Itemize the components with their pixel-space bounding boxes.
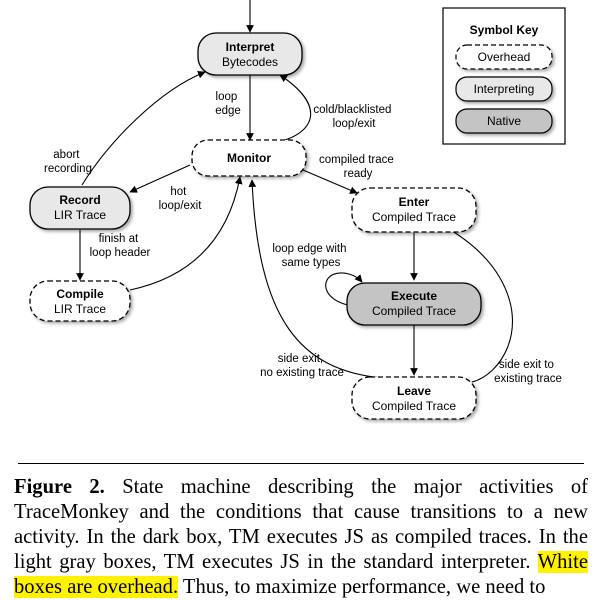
edge-label-loop-edge-same-types: loop edge with same types — [272, 243, 349, 269]
node-leave — [351, 376, 477, 420]
node-enter-subtitle: Compiled Trace — [372, 210, 456, 224]
figure-caption: Figure 2. State machine describing the m… — [14, 475, 588, 600]
caption-label: Figure 2. — [14, 476, 105, 498]
node-enter — [351, 187, 477, 233]
key-native-label: Native — [487, 114, 521, 128]
node-record — [29, 186, 131, 230]
key-interpreting-label: Interpreting — [474, 82, 535, 96]
edge-label-side-exit-no-trace: side exit, no existing trace — [260, 353, 344, 379]
key-interpreting-swatch — [455, 76, 553, 102]
node-monitor — [191, 139, 307, 177]
edge-monitor-to-record — [129, 164, 191, 193]
edge-label-finish-at-loop-header: finish at loop header — [90, 233, 151, 259]
edge-compile-to-monitor — [129, 176, 243, 291]
node-leave-title: Leave — [397, 384, 431, 398]
edge-label-compiled-trace-ready: compiled trace ready — [319, 154, 397, 180]
edge-execute-self-loop — [325, 272, 363, 306]
key-native-swatch — [455, 108, 553, 134]
edges — [76, 0, 513, 383]
key-overhead-label: Overhead — [478, 50, 531, 64]
node-execute-title: Execute — [391, 289, 437, 303]
edge-record-to-interpret — [81, 71, 206, 186]
node-compile-title: Compile — [56, 287, 104, 301]
node-monitor-title: Monitor — [227, 151, 271, 165]
node-leave-subtitle: Compiled Trace — [372, 399, 456, 413]
edge-label-abort-recording: abort recording — [44, 149, 92, 175]
edge-label-side-exit-existing: side exit to existing trace — [494, 359, 562, 385]
caption-text: State machine describing the major activ… — [14, 476, 589, 573]
edge-leave-to-enter — [441, 224, 513, 383]
edge-label-cold-blacklisted: cold/blacklisted loop/exit — [313, 104, 394, 130]
state-machine-diagram: loop edge cold/blacklisted loop/exit abo… — [29, 0, 566, 420]
node-compile-subtitle: LIR Trace — [54, 302, 106, 316]
edge-monitor-to-enter — [302, 169, 358, 194]
node-interpret-subtitle: Bytecodes — [222, 55, 278, 69]
caption-divider — [18, 463, 584, 464]
edge-leave-to-monitor — [248, 179, 383, 379]
node-enter-title: Enter — [399, 195, 430, 209]
edge-label-loop-edge: loop edge — [215, 91, 241, 117]
caption-text-end: Thus, to maximize performance, we need t… — [182, 576, 546, 598]
node-interpret-title: Interpret — [226, 40, 275, 54]
node-record-subtitle: LIR Trace — [54, 208, 106, 222]
edge-label-hot-loop: hot loop/exit — [159, 186, 203, 212]
node-record-title: Record — [59, 193, 100, 207]
edge-monitor-to-interpret — [279, 74, 312, 141]
node-compile — [29, 280, 131, 322]
key-overhead-swatch — [455, 44, 553, 70]
node-interpret — [197, 32, 303, 76]
symbol-key-title: Symbol Key — [470, 23, 539, 37]
node-execute — [346, 282, 482, 326]
edge-labels: loop edge cold/blacklisted loop/exit abo… — [44, 91, 562, 385]
node-execute-subtitle: Compiled Trace — [372, 304, 456, 318]
symbol-key: Symbol Key Overhead Interpreting Native — [442, 7, 566, 145]
